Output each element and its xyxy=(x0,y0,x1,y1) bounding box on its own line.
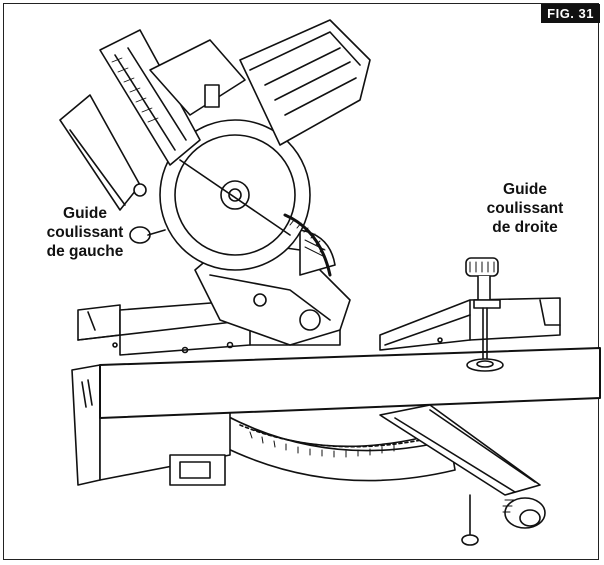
miter-scale xyxy=(249,431,395,458)
right-label-line-1: Guide xyxy=(503,181,547,198)
lower-guard xyxy=(59,94,166,244)
bevel-scale xyxy=(283,213,332,277)
right-sliding-fence-label: Guide coulissant de droite xyxy=(470,180,580,237)
right-label-line-2: coulissant xyxy=(486,200,564,217)
motor-housing xyxy=(239,19,371,146)
saw-handle xyxy=(99,29,246,166)
right-label-line-3: de droite xyxy=(492,219,558,236)
blade-guard xyxy=(159,119,311,271)
workpiece-board xyxy=(99,347,601,419)
hold-down-clamp xyxy=(465,257,504,372)
left-label-line-2: coulissant xyxy=(46,224,124,241)
turntable-base xyxy=(219,414,456,482)
left-label-line-1: Guide xyxy=(63,205,107,222)
right-sliding-fence xyxy=(379,297,561,351)
left-sliding-fence-label: Guide coulissant de gauche xyxy=(30,204,140,261)
left-label-line-3: de gauche xyxy=(46,243,124,260)
front-rail xyxy=(379,404,546,546)
figure-number-badge: FIG. 31 xyxy=(541,4,600,23)
